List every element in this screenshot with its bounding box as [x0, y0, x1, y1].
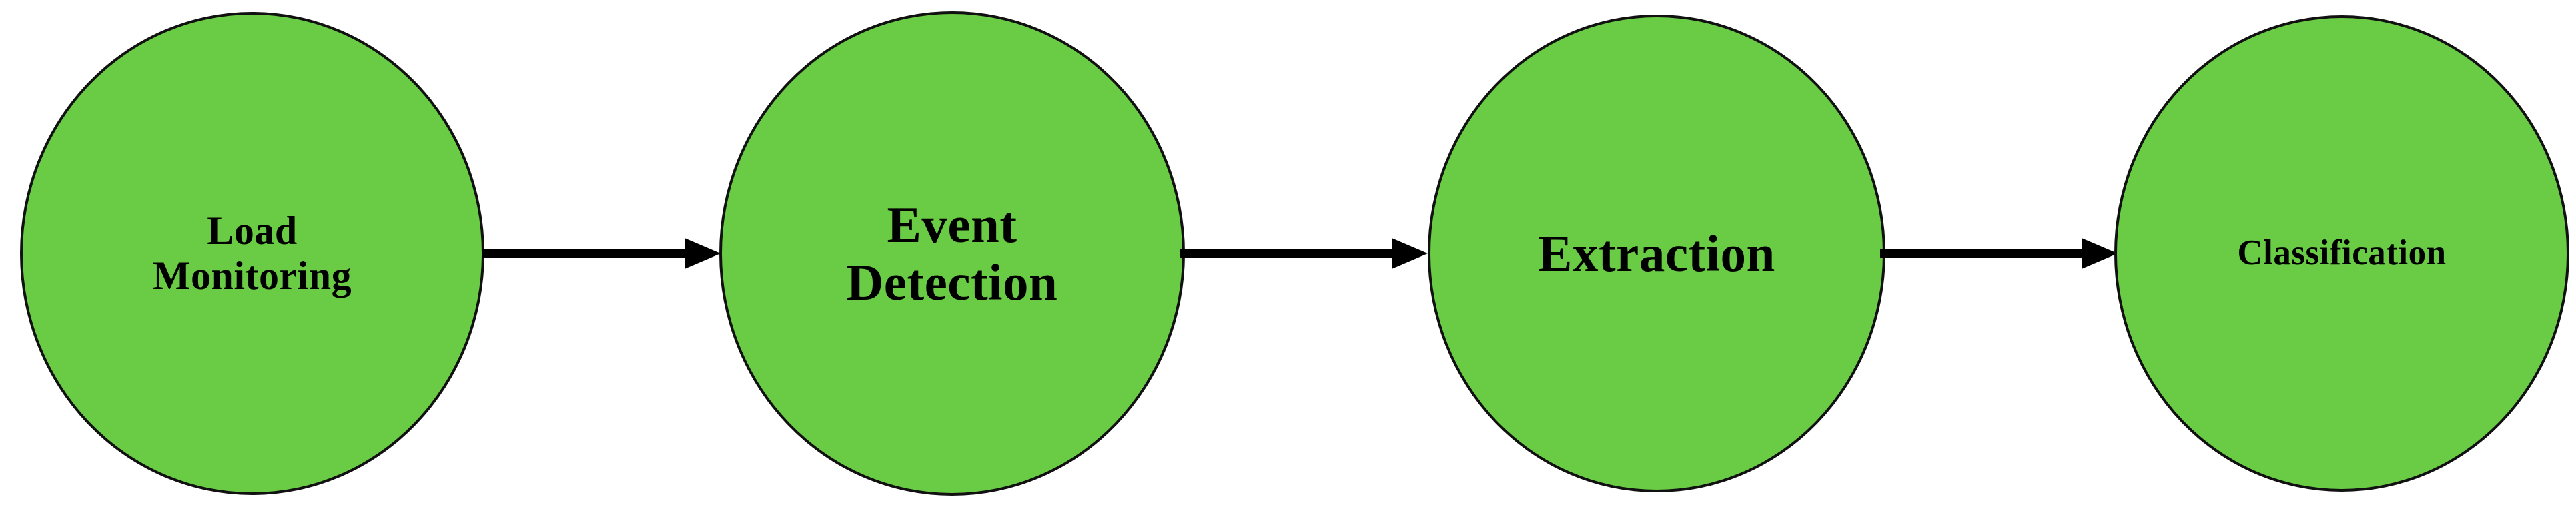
arrow-head — [685, 238, 721, 269]
arrow-extraction-to-classification — [1880, 235, 2118, 272]
arrow-shaft — [482, 249, 685, 258]
node-event-detection-label: Event Detection — [846, 195, 1058, 311]
arrow-head — [1392, 238, 1428, 269]
node-classification-label: Classification — [2237, 233, 2447, 273]
arrow-event-detection-to-extraction — [1180, 235, 1428, 272]
node-load-monitoring-label: Load Monitoring — [152, 208, 352, 298]
node-load-monitoring[interactable]: Load Monitoring — [20, 12, 484, 495]
node-event-detection[interactable]: Event Detection — [719, 11, 1185, 496]
node-extraction-label: Extraction — [1538, 224, 1775, 282]
arrow-load-monitoring-to-event-detection — [482, 235, 721, 272]
node-classification[interactable]: Classification — [2114, 15, 2569, 492]
arrow-shaft — [1180, 249, 1392, 258]
node-extraction[interactable]: Extraction — [1428, 15, 1885, 492]
arrow-head — [2082, 238, 2118, 269]
arrow-shaft — [1880, 249, 2082, 258]
